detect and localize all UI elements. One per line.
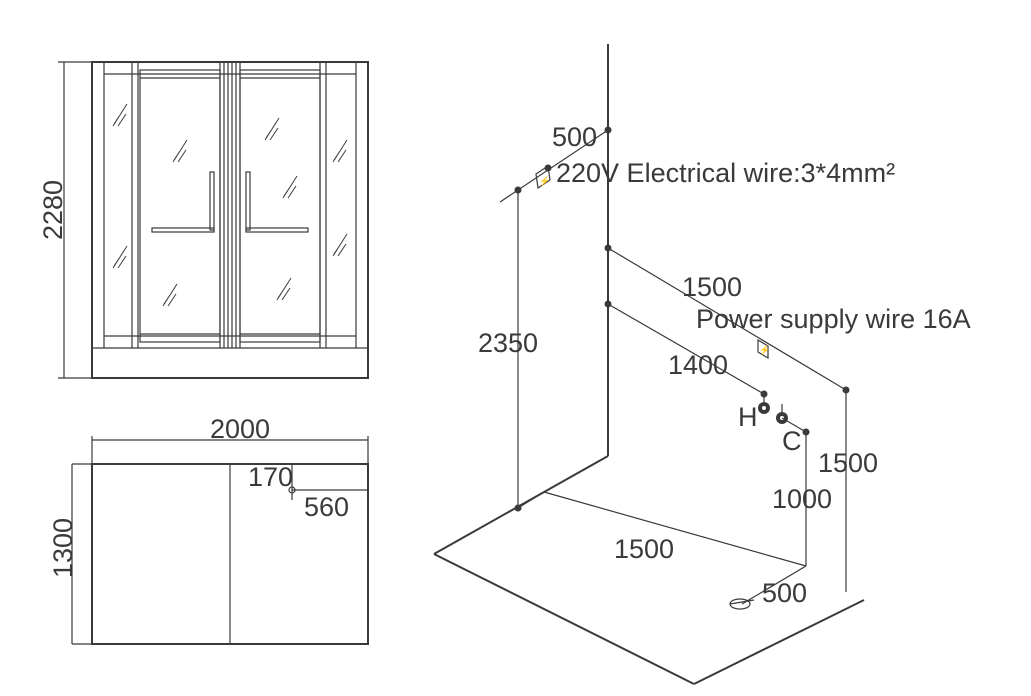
glass-reflection-marks (112, 103, 348, 307)
total-height-label: 2350 (478, 328, 538, 358)
plan-depth-label: 1300 (48, 518, 78, 578)
plan-view: 2000 1300 170 560 (48, 414, 369, 645)
front-outer-frame (91, 61, 369, 379)
drain-marker (288, 486, 296, 494)
drain-offset-y-label: 560 (304, 492, 349, 522)
water-height-label: 1400 (668, 350, 728, 380)
front-height-label: 2280 (38, 180, 68, 240)
installation-view: ⚡ ⚡ 500 220V Electrical wire:3*4mm² 235 (433, 44, 971, 685)
front-view: 2280 (38, 61, 369, 379)
drain-offset-label: 500 (762, 578, 807, 608)
cold-label: C (782, 426, 802, 456)
top-offset-label: 500 (552, 122, 597, 152)
right-height-label: 1500 (818, 448, 878, 478)
electrical-wire-line (499, 129, 609, 203)
power-line (607, 247, 847, 391)
water-line (607, 303, 765, 395)
power-note: Power supply wire 16A (696, 304, 971, 334)
tap-height-label: 1000 (772, 484, 832, 514)
floor-length-label: 1500 (614, 534, 674, 564)
hot-label: H (738, 402, 758, 432)
right-door (239, 69, 321, 343)
front-height-dimension: 2280 (38, 61, 92, 379)
plan-width-label: 2000 (210, 414, 270, 444)
left-door (139, 69, 221, 343)
power-socket-icon: ⚡ (757, 338, 770, 360)
svg-text:⚡: ⚡ (539, 175, 550, 187)
left-door-handle (151, 171, 215, 233)
right-door-handle (245, 171, 309, 233)
power-height-label: 1500 (682, 272, 742, 302)
electrical-note: 220V Electrical wire:3*4mm² (556, 158, 895, 188)
drain-offset-x-label: 170 (248, 462, 293, 492)
electrical-socket-icon: ⚡ (535, 164, 551, 190)
floor-dimension-line (543, 491, 807, 567)
svg-text:⚡: ⚡ (759, 344, 770, 356)
